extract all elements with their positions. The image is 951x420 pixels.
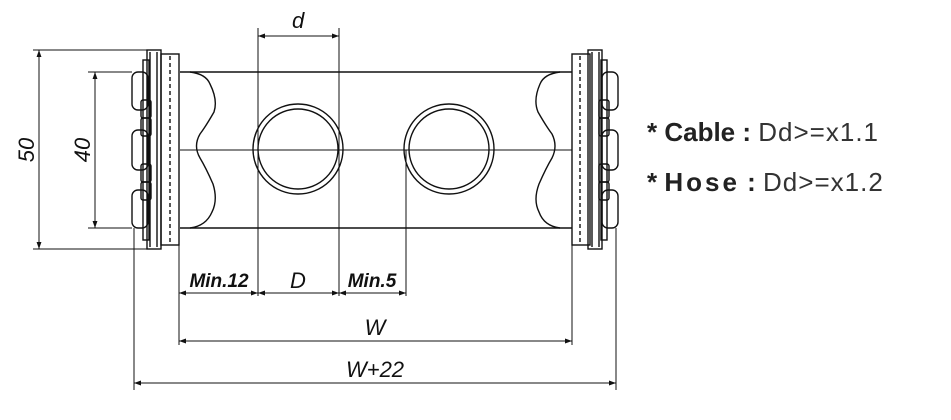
right-bolt-stack (598, 59, 619, 241)
hose-note-value: Dd>=x1.2 (763, 167, 884, 197)
left-end-profile (189, 71, 217, 229)
label-d: d (292, 8, 305, 33)
label-50: 50 (14, 137, 39, 162)
label-W22: W+22 (346, 357, 404, 382)
cable-circle-right (403, 103, 495, 195)
right-flange-inner (571, 53, 591, 246)
cable-note-separator: : (735, 117, 759, 147)
cable-note-prefix: * (647, 117, 665, 147)
cable-note: * Cable : Dd>=x1.1 (647, 117, 879, 148)
hose-note-separator: : (739, 167, 764, 197)
label-W: W (365, 315, 388, 340)
hose-note: * Hose : Dd>=x1.2 (647, 167, 884, 198)
label-min12: Min.12 (189, 271, 249, 292)
left-flange-inner (160, 53, 180, 246)
cable-note-value: Dd>=x1.1 (758, 117, 880, 147)
left-bolt-stack (131, 59, 152, 241)
right-end-profile (535, 71, 561, 229)
hose-note-label: Hose (664, 167, 740, 197)
label-40: 40 (70, 137, 95, 162)
label-min5: Min.5 (348, 271, 397, 292)
cable-note-label: Cable (664, 117, 736, 147)
cable-circle-left (252, 103, 344, 195)
label-D: D (290, 268, 306, 293)
hose-note-prefix: * (647, 167, 665, 197)
